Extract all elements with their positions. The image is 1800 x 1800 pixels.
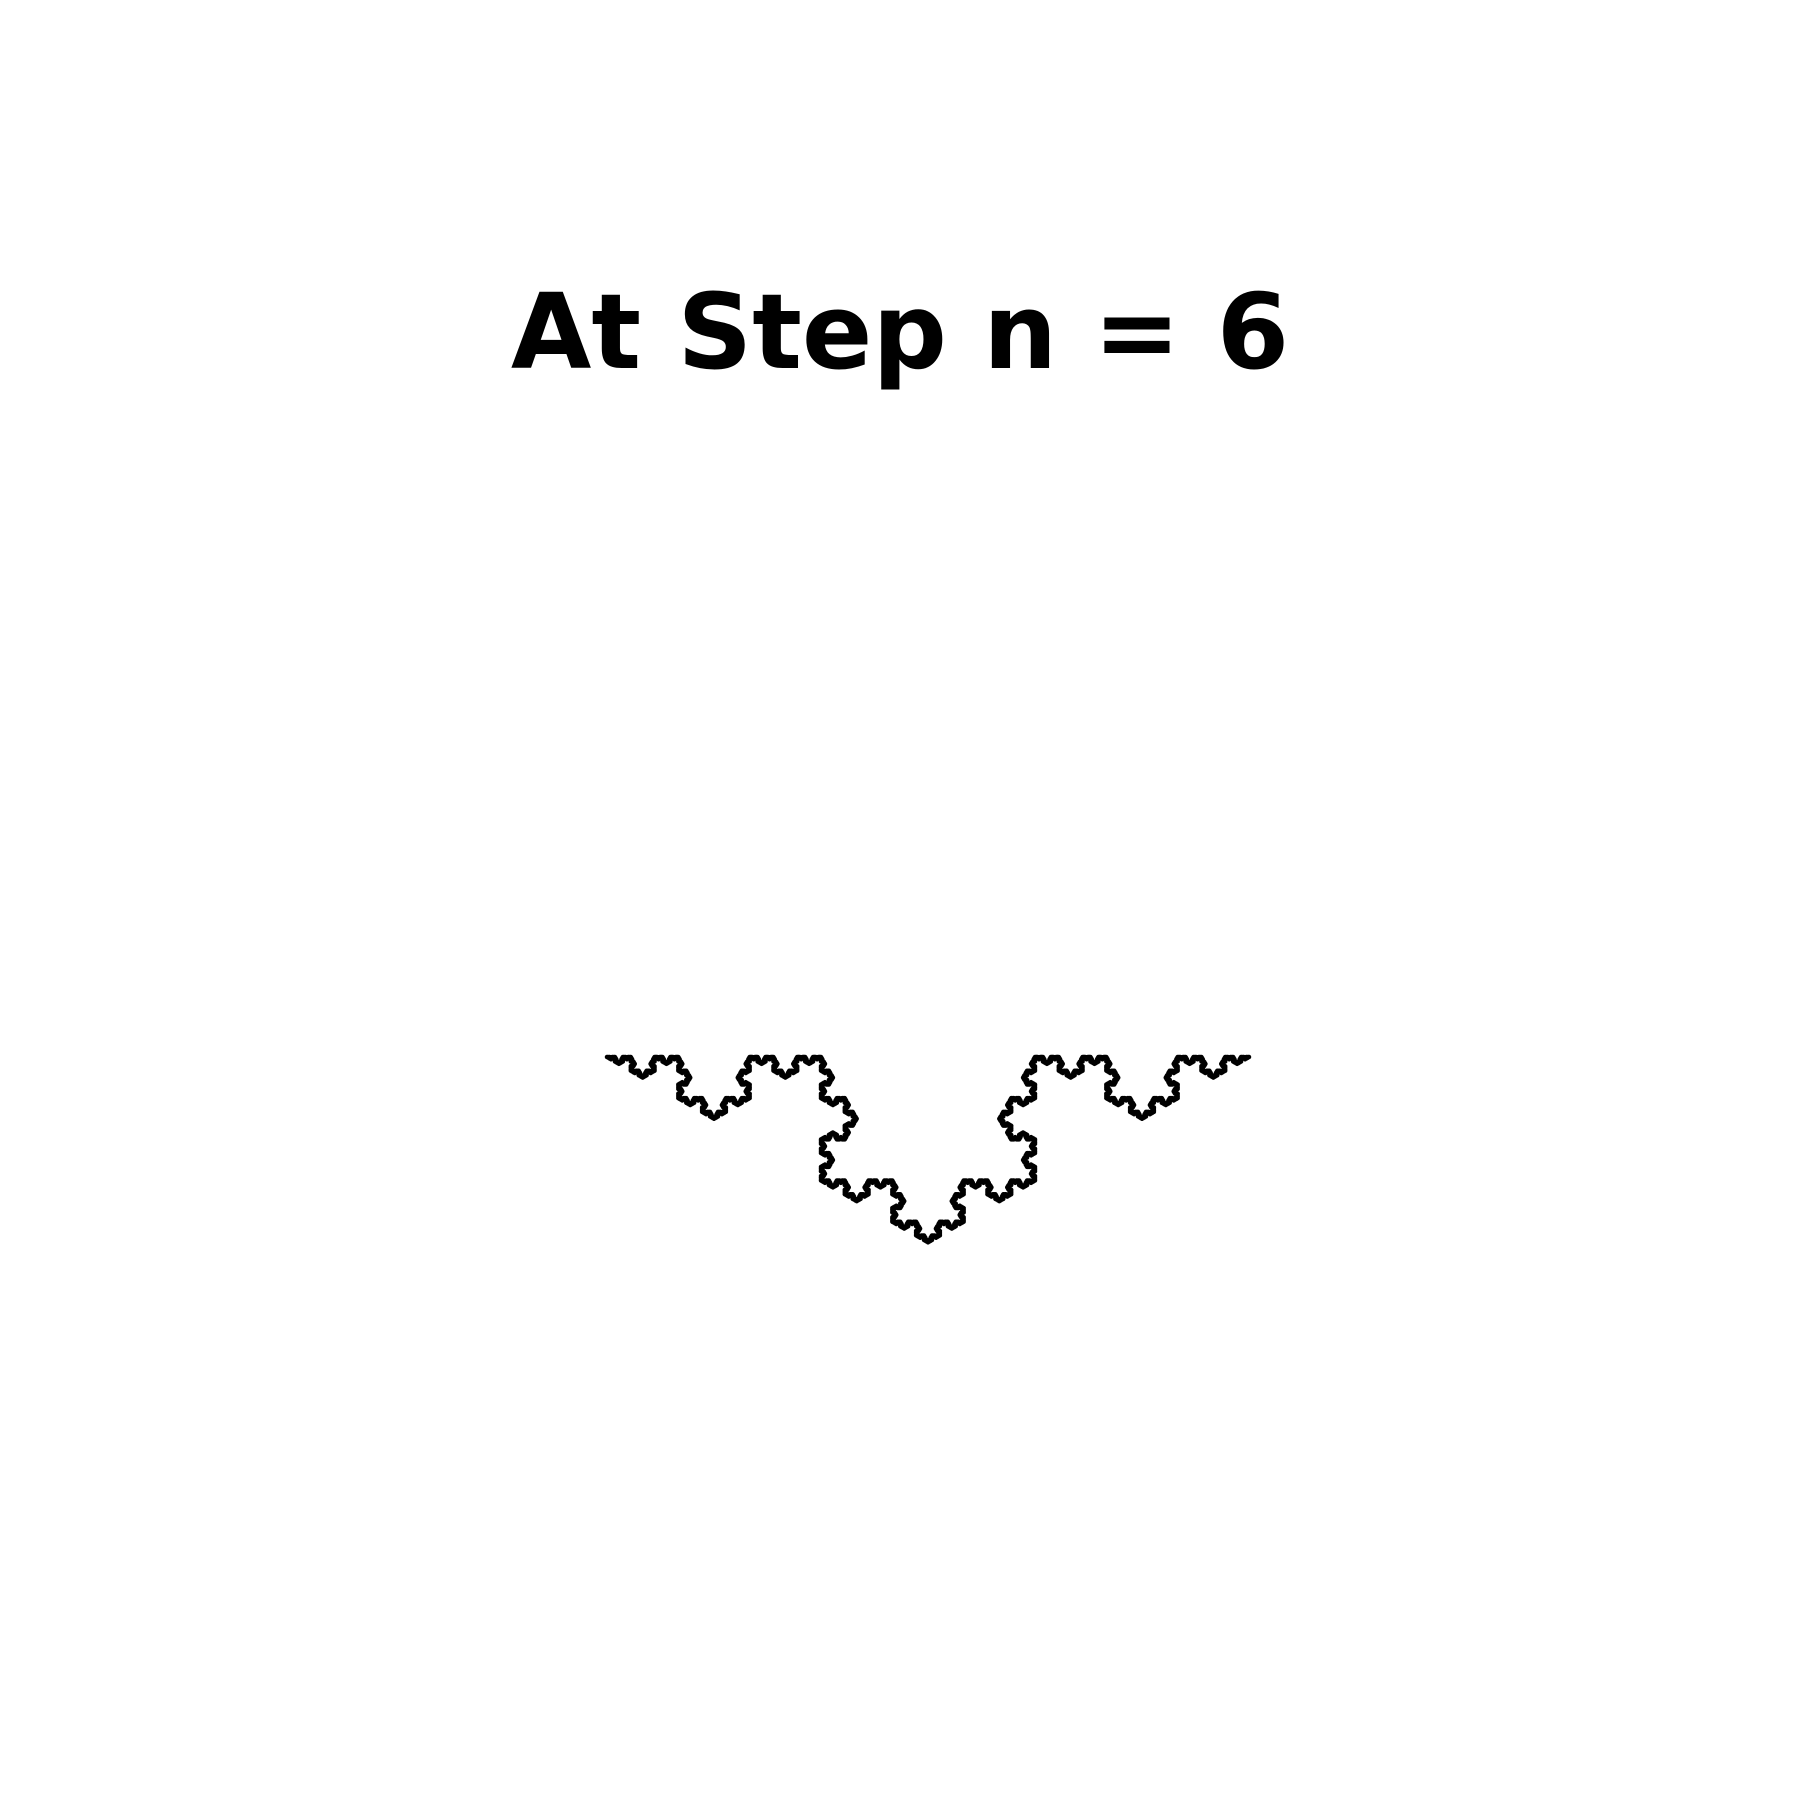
figure-title: At Step n = 6 bbox=[510, 271, 1290, 393]
koch-curve bbox=[604, 1054, 1252, 1245]
